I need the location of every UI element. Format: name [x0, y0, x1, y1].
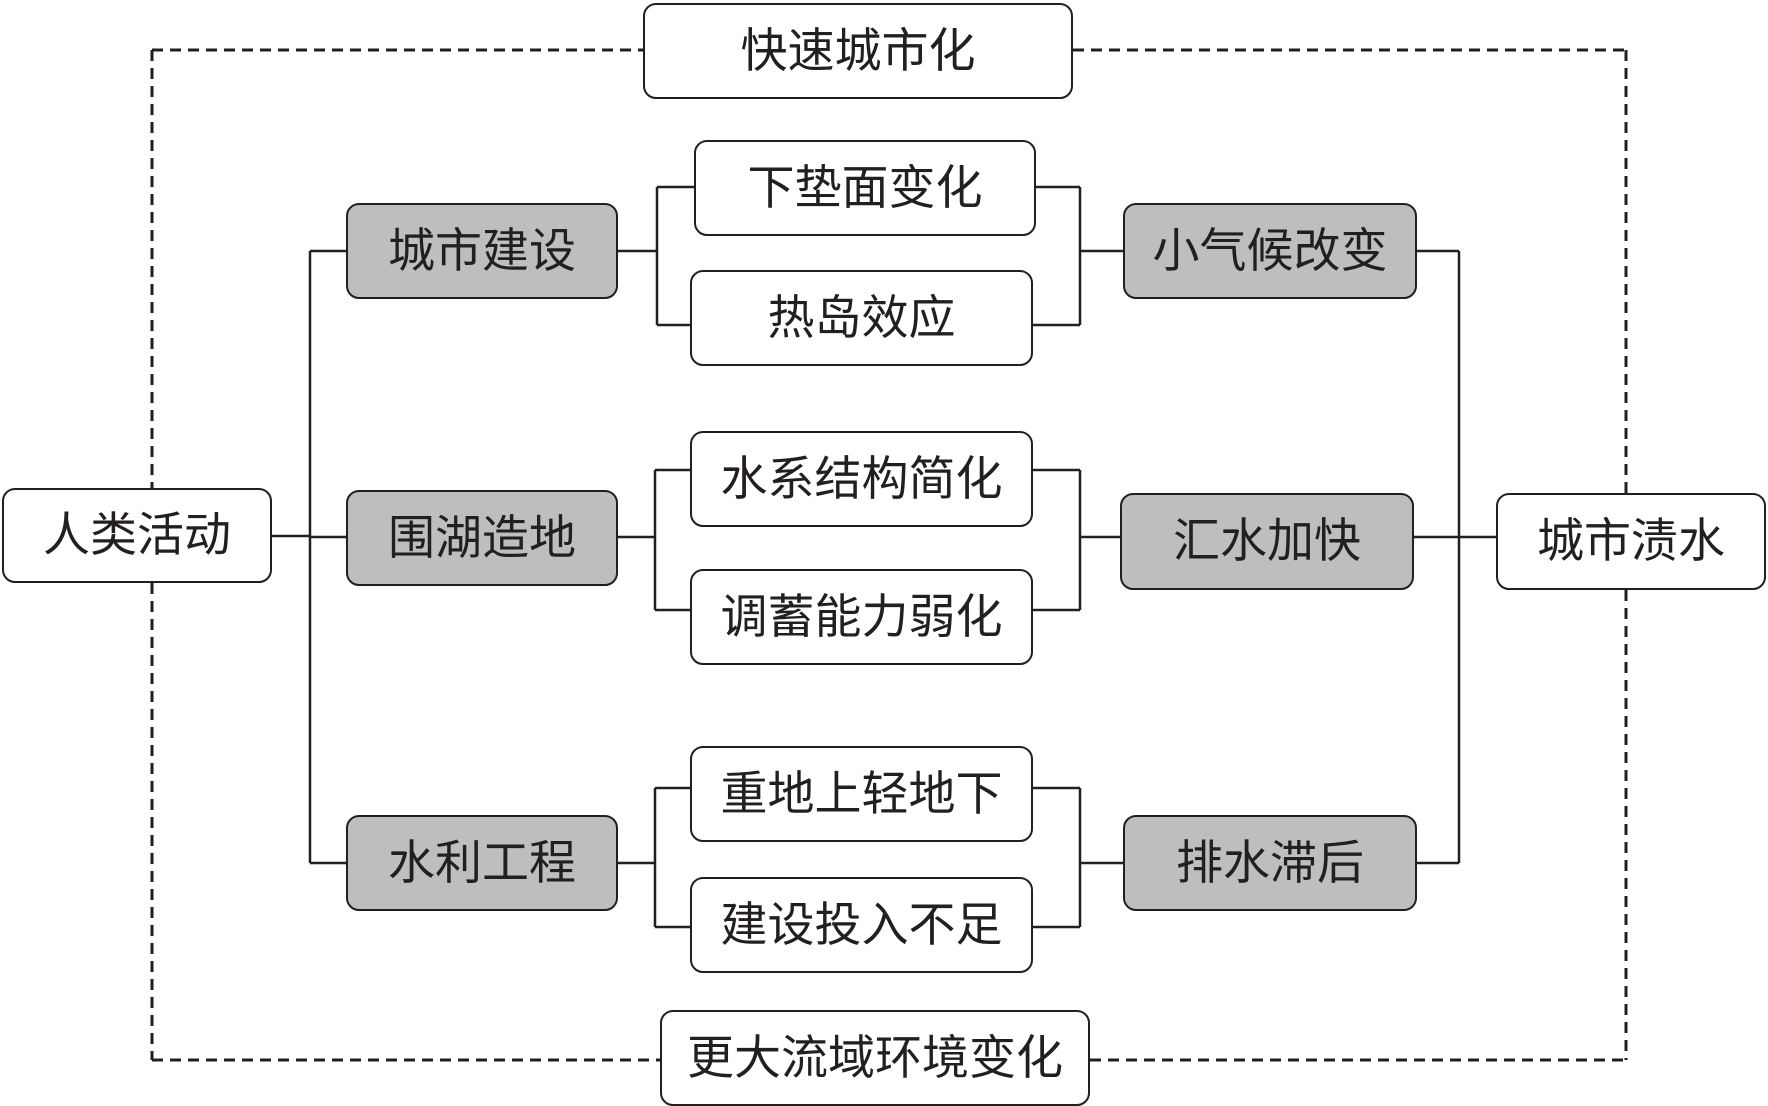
node-heat-island: 热岛效应 [690, 270, 1033, 366]
node-insufficient-investment: 建设投入不足 [690, 877, 1033, 973]
dashed-frame [150, 48, 1628, 1062]
node-urban-construction: 城市建设 [346, 203, 618, 299]
node-surface-change: 下垫面变化 [694, 140, 1036, 236]
node-faster-confluence: 汇水加快 [1120, 493, 1414, 590]
node-watershed-change: 更大流域环境变化 [660, 1010, 1090, 1106]
node-human-activity: 人类活动 [2, 488, 272, 583]
node-storage-weakened: 调蓄能力弱化 [690, 569, 1033, 665]
node-drainage-lag: 排水滞后 [1123, 815, 1417, 911]
node-water-projects: 水利工程 [346, 815, 618, 911]
node-urban-waterlogging: 城市渍水 [1496, 493, 1766, 590]
tree-connectors [272, 185, 1496, 929]
node-microclimate-change: 小气候改变 [1123, 203, 1417, 299]
node-water-system-simplified: 水系结构简化 [690, 431, 1033, 527]
node-rapid-urbanization: 快速城市化 [643, 3, 1073, 99]
node-lake-reclamation: 围湖造地 [346, 490, 618, 586]
node-above-over-below: 重地上轻地下 [690, 746, 1033, 842]
